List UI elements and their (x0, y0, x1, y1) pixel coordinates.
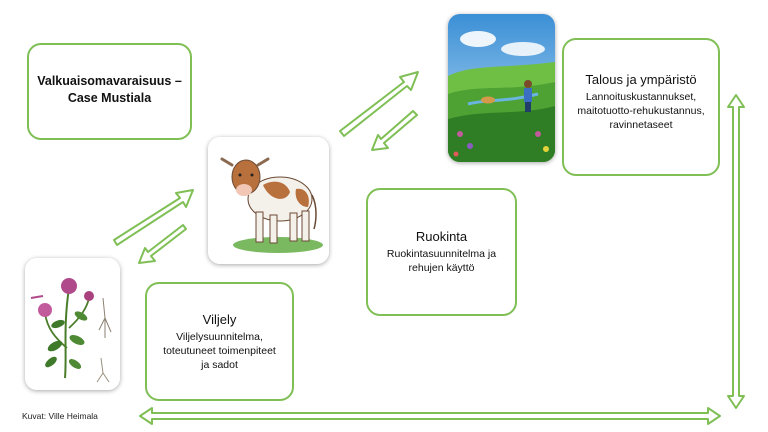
title-box: Valkuaisomavaraisuus – Case Mustiala (27, 43, 192, 140)
landscape-image (448, 14, 555, 162)
clover-plant-icon (25, 258, 120, 390)
arrow-down-left-1 (138, 224, 187, 264)
horizontal-double-arrow (139, 407, 721, 425)
viljely-text: Viljelysuunnitelma, toteutuneet toimenpi… (163, 330, 276, 371)
cow-icon (208, 137, 329, 264)
arrow-down-left-2 (371, 110, 418, 151)
talous-box: Talous ja ympäristö Lannoituskustannukse… (562, 38, 720, 176)
diagram-title: Valkuaisomavaraisuus – Case Mustiala (37, 74, 182, 105)
image-credit: Kuvat: Ville Heimala (22, 411, 98, 421)
arrow-up-right-1 (113, 189, 194, 246)
arrow-up-right-2 (339, 71, 419, 137)
cow-image (208, 137, 329, 264)
talous-title: Talous ja ympäristö (585, 72, 697, 87)
ruokinta-text: Ruokintasuunnitelma ja rehujen käyttö (386, 248, 497, 274)
viljely-box: Viljely Viljelysuunnitelma, toteutuneet … (145, 282, 294, 401)
ruokinta-title: Ruokinta (415, 229, 468, 244)
talous-text: Lannoituskustannukset, maitotuotto-rehuk… (577, 91, 705, 131)
viljely-title: Viljely (202, 311, 237, 327)
meadow-landscape-icon (448, 14, 555, 162)
vertical-double-arrow (727, 94, 745, 409)
clover-image (25, 258, 120, 390)
ruokinta-box: Ruokinta Ruokintasuunnitelma ja rehujen … (366, 188, 517, 316)
